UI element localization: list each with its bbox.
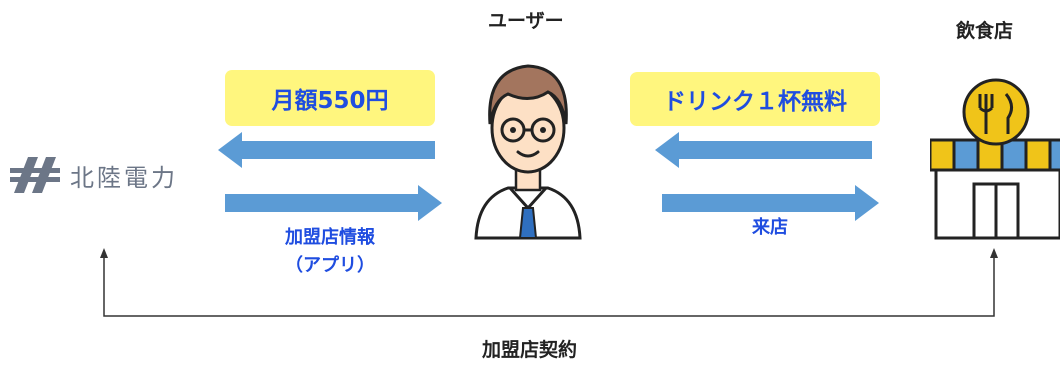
user-person-icon [474, 64, 582, 240]
member-info-label: 加盟店情報 [285, 227, 375, 248]
company-name: 北陸電力 [70, 164, 178, 192]
arrow-right-info [225, 185, 442, 221]
free-drink-badge: ドリンク１杯無料 [630, 72, 880, 126]
arrow-right-visit [662, 185, 879, 221]
contract-bracket [100, 248, 998, 317]
arrow-left-drink [655, 132, 872, 168]
app-label: （アプリ） [285, 255, 375, 276]
user-label: ユーザー [488, 10, 564, 32]
hokuriku-logo-mark-icon [10, 157, 60, 193]
monthly-fee-badge: 月額550円 [225, 70, 435, 126]
arrow-left-fee [218, 132, 435, 168]
visit-label: 来店 [752, 217, 788, 238]
contract-label: 加盟店契約 [482, 339, 578, 361]
restaurant-label: 飲食店 [956, 20, 1014, 42]
restaurant-store-icon [930, 78, 1060, 240]
